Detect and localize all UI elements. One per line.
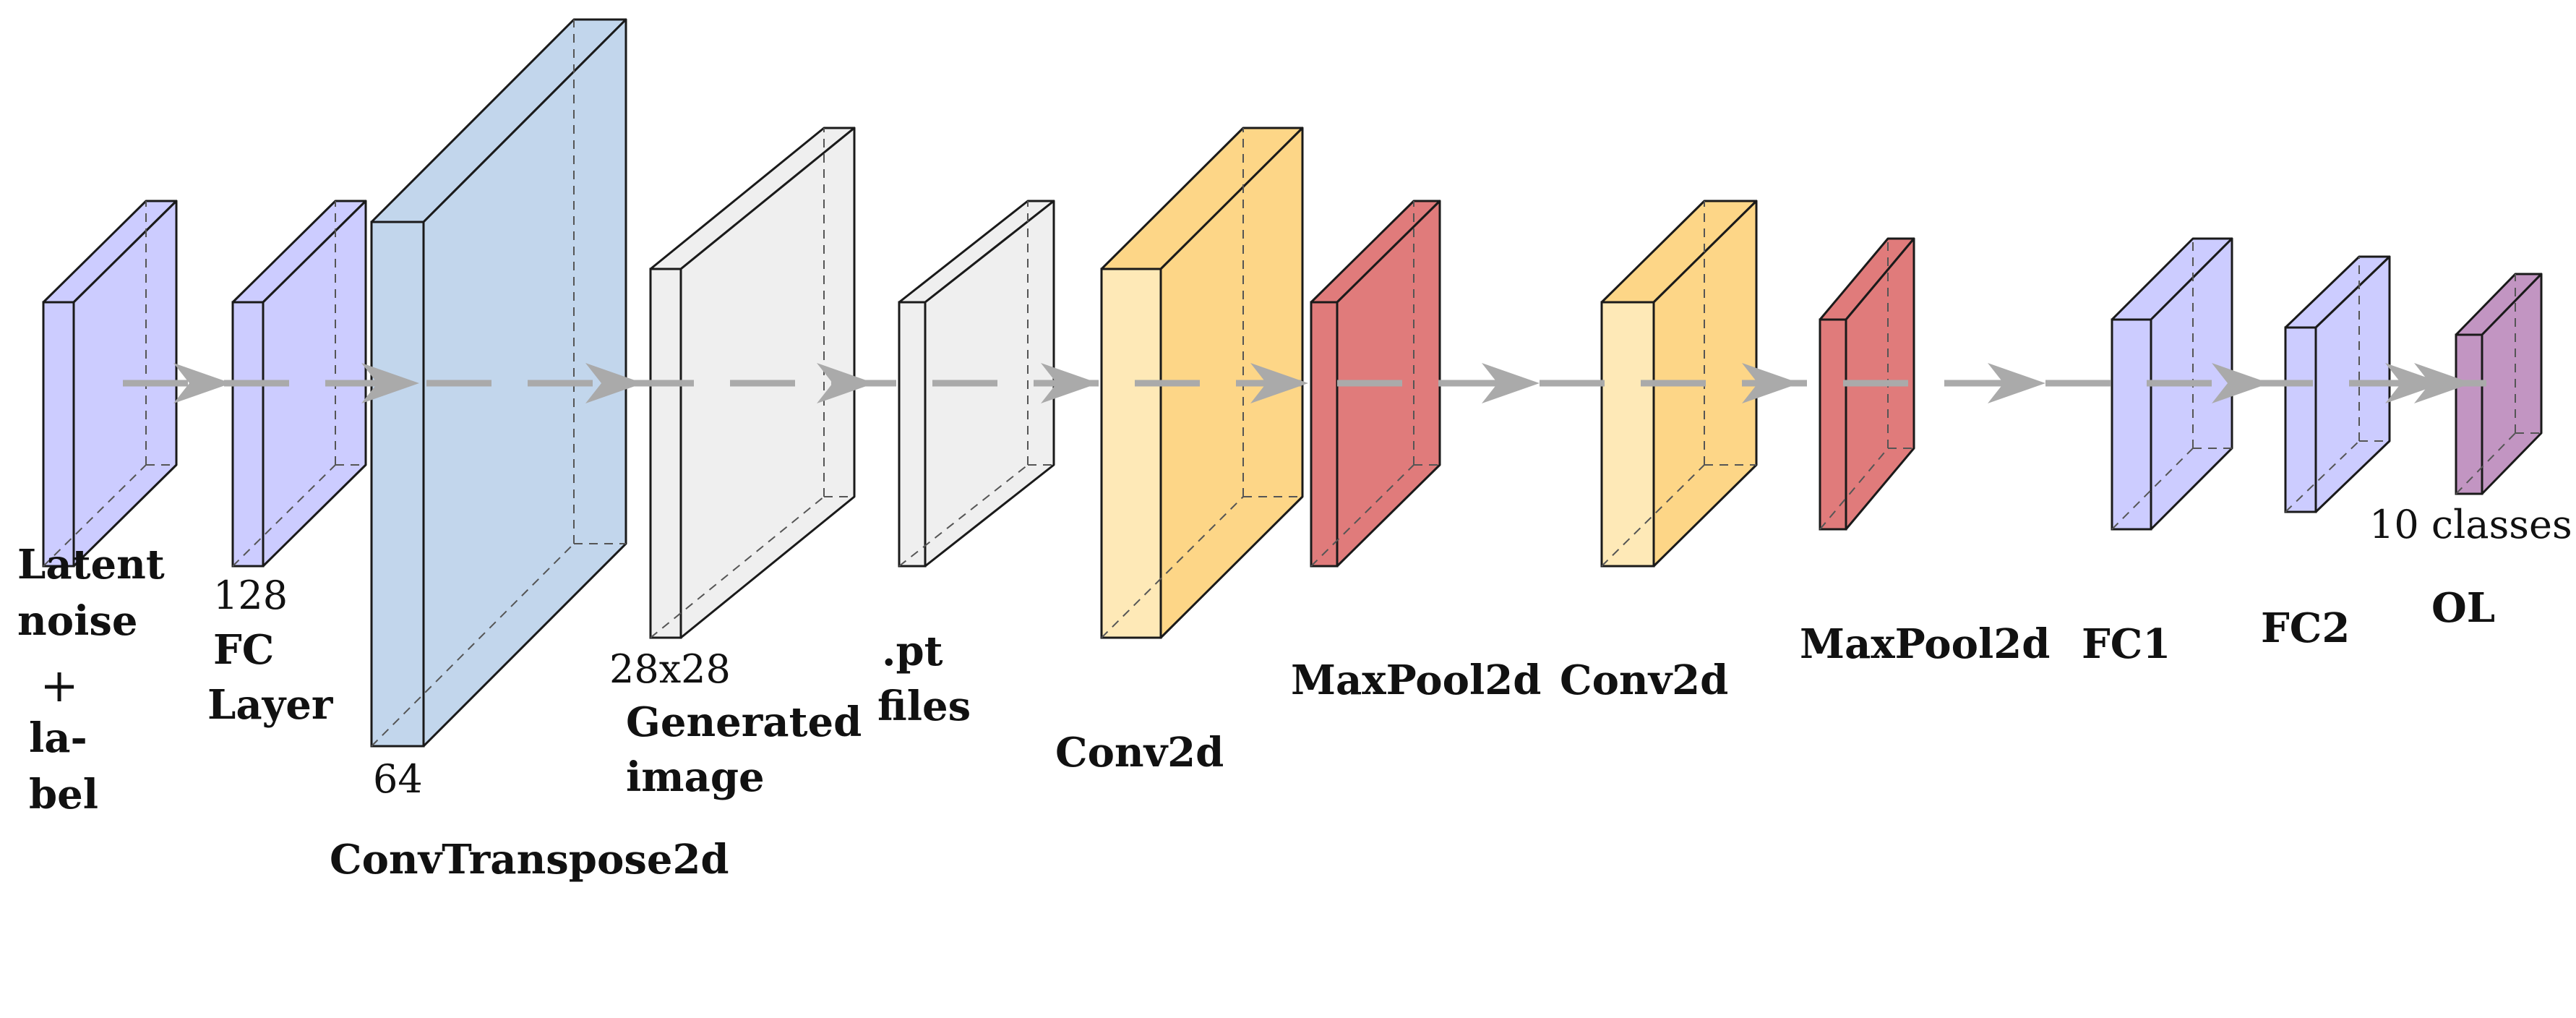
block-front-face	[370, 221, 425, 748]
arrow-head	[361, 363, 419, 403]
label-generated-line-2: image	[626, 753, 765, 801]
label-conv2d-1: Conv2d	[1055, 729, 1224, 777]
connection-arrows	[123, 363, 2486, 403]
label-ol-dim: 10 classes	[2369, 502, 2572, 547]
hidden-edge	[371, 543, 575, 747]
label-generated-dim: 28x28	[609, 646, 731, 692]
label-pt-line-2: files	[877, 683, 971, 730]
label-generated-line-1: Generated	[626, 698, 862, 746]
label-fc1: FC1	[2082, 620, 2171, 668]
arrow-head	[1988, 363, 2045, 403]
layer-block-ol	[2455, 273, 2543, 495]
label-fc-line-1: FC	[213, 626, 274, 674]
block-front-face	[1310, 301, 1339, 568]
label-convtranspose-dim: 64	[373, 756, 423, 802]
label-latent-line-1: Latent	[17, 541, 165, 589]
arrow-head	[1041, 363, 1099, 403]
arrow-head	[817, 363, 875, 403]
label-fc2: FC2	[2261, 604, 2350, 652]
layer-block-pt-files	[898, 200, 1055, 568]
block-front-face	[2284, 326, 2317, 513]
hidden-edge	[1819, 448, 1889, 530]
label-latent-line-5: bel	[29, 771, 98, 818]
label-fc-line-2: Layer	[207, 681, 334, 729]
arrow-head	[1742, 363, 1800, 403]
arrow-head	[1482, 363, 1540, 403]
label-conv2d-2: Conv2d	[1560, 656, 1728, 704]
label-latent-line-4: la-	[29, 714, 87, 762]
label-maxpool2d-2: MaxPool2d	[1800, 620, 2050, 668]
label-ol: OL	[2431, 584, 2495, 632]
label-latent-line-2: noise	[17, 597, 138, 645]
block-front-face	[2455, 333, 2483, 495]
hidden-edge	[1101, 496, 1244, 638]
arrow-head	[585, 363, 643, 403]
layer-block-conv-transpose	[370, 18, 627, 748]
block-front-face	[649, 268, 682, 639]
layer-block-conv2d-1	[1100, 127, 1304, 639]
arrow-head	[2212, 363, 2270, 403]
arrow-head	[2385, 363, 2443, 403]
layer-labels: Latent noise + la- bel 128 FC Layer 64 C…	[17, 502, 2572, 884]
block-front-face	[898, 301, 927, 568]
arrow-head	[1250, 363, 1308, 403]
hidden-edge	[898, 464, 1029, 567]
label-maxpool2d-1: MaxPool2d	[1291, 656, 1541, 704]
arrow-head	[173, 363, 231, 403]
label-latent-plus: +	[40, 659, 79, 713]
label-fc-dim: 128	[213, 573, 288, 618]
hidden-edge	[2285, 440, 2360, 513]
hidden-edge	[650, 496, 825, 638]
block-front-face	[1819, 318, 1847, 531]
layer-block-fc-layer	[231, 200, 367, 568]
layer-blocks	[42, 18, 2543, 748]
block-front-face	[231, 301, 265, 568]
block-front-face	[1600, 301, 1655, 568]
arrow-head	[2414, 363, 2472, 403]
hidden-edge	[2111, 448, 2194, 530]
block-front-face	[1100, 268, 1162, 639]
block-front-face	[42, 301, 75, 568]
label-pt-line-1: .pt	[882, 628, 943, 675]
label-convtranspose-name: ConvTranspose2d	[330, 836, 729, 884]
block-front-face	[2111, 318, 2152, 531]
